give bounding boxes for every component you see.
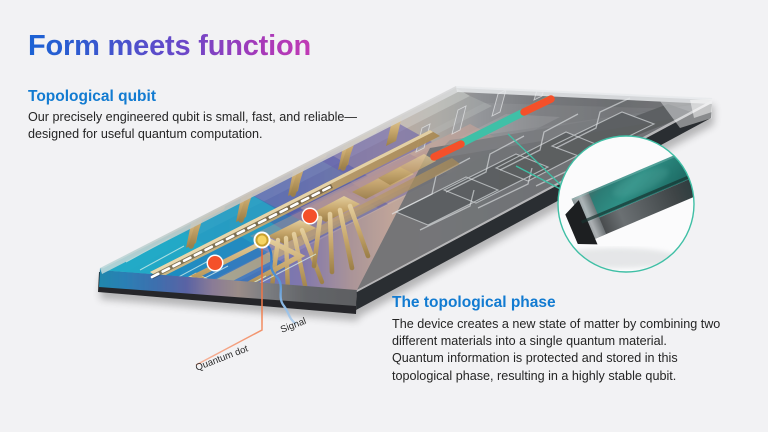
chip-substrate-edge — [98, 272, 357, 314]
inset-wire-end-cap — [565, 200, 598, 245]
chip-cavity-highlights — [394, 111, 656, 226]
inset-ring — [557, 135, 695, 273]
quantum-dot-label: Quantum dot — [194, 343, 250, 374]
qubit-wire-axis — [150, 184, 334, 279]
inset-leader-lines — [507, 133, 571, 195]
topological-phase-body: The device creates a new state of matter… — [392, 317, 721, 383]
topological-phase-heading: The topological phase — [392, 294, 556, 311]
chip-substrate-edge-right — [356, 103, 712, 310]
signal-label: Signal — [279, 315, 308, 336]
topological-qubit-heading: Topological qubit — [28, 88, 156, 105]
chip-fingers-grey — [416, 88, 548, 152]
majorana-marker-left — [206, 254, 224, 272]
signal-leader — [267, 245, 297, 325]
chip-cavities-grey — [396, 104, 694, 225]
chip-fingers-grey-outline — [415, 88, 549, 153]
quantum-dot-marker — [253, 231, 271, 249]
inset-wire-front-face — [582, 173, 694, 242]
quantum-dot-leader — [195, 247, 263, 366]
page-title: Form meets function — [28, 30, 311, 62]
wire-dashed-axis — [150, 184, 334, 279]
chip-traces-color — [125, 237, 317, 290]
chip-front-face — [99, 268, 357, 306]
chip-end-cap — [660, 99, 712, 128]
inset-wire-lip — [571, 191, 607, 242]
nanowire-highlight — [430, 95, 555, 161]
chip-right-rim — [456, 86, 712, 104]
chip-traces-grey — [391, 97, 631, 231]
topological-qubit-body: Our precisely engineered qubit is small,… — [28, 110, 357, 142]
nanowire-magnifier — [557, 135, 695, 273]
nanowire-end-left — [430, 140, 465, 161]
nanowire-end-right — [520, 95, 555, 116]
nanowire-segment — [438, 96, 552, 157]
inset-wire-top-face — [571, 148, 694, 225]
majorana-marker-right — [301, 207, 319, 225]
